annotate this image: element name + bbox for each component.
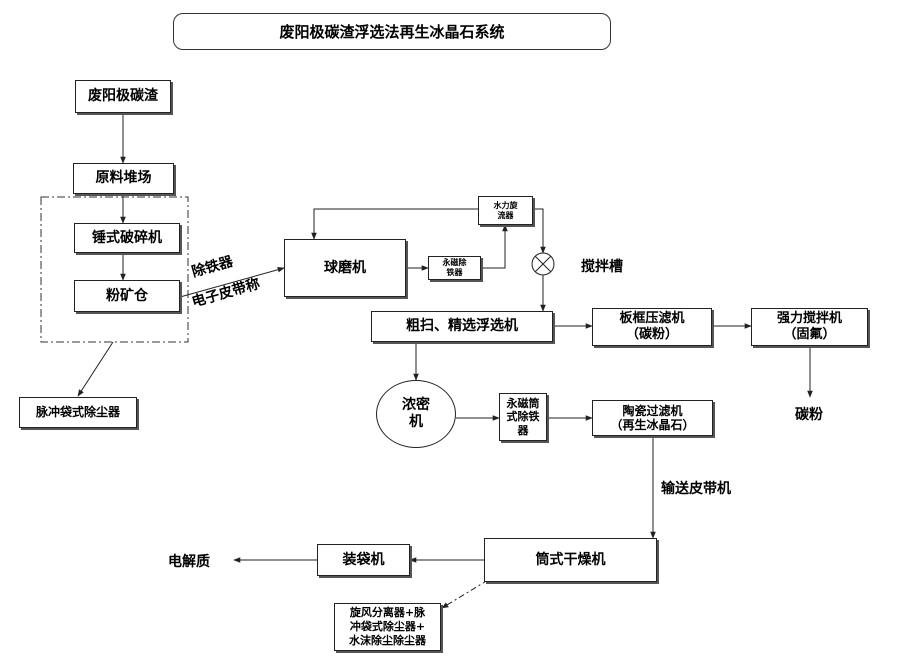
label-electrolyte: 电解质	[168, 554, 210, 570]
node-drum-dryer: 筒式干燥机	[484, 538, 657, 582]
node-ceramic-filter: 陶瓷过滤机 （再生冰晶石）	[592, 400, 713, 436]
node-thickener: 浓密 机	[376, 380, 456, 448]
node-ball-mill: 球磨机	[284, 239, 406, 297]
node-permanent-magnet-iron-remover-small: 永磁除 铁器	[428, 256, 481, 280]
node-permanent-magnet-drum-iron-remover: 永磁筒 式除铁 器	[499, 393, 547, 441]
arrow-magsmall-to-cyclone	[481, 224, 508, 269]
node-pulse-bag-dust-collector: 脉冲袋式除尘器	[19, 397, 137, 428]
node-strong-mixer: 强力搅拌机 （固氟）	[751, 308, 868, 346]
label-carbon-powder: 碳粉	[795, 407, 823, 423]
node-powder-bin: 粉矿仓	[74, 280, 180, 312]
node-flotation-machine: 粗扫、精选浮选机	[371, 311, 553, 342]
node-plate-frame-filter-press: 板框压滤机 （碳粉）	[592, 308, 712, 346]
arrow-bin-to-mill	[179, 266, 285, 298]
arrow-cyclone-to-mill	[311, 208, 478, 240]
node-dust-collector-combo: 旋风分离器+脉 冲袋式除尘器+ 水沫除尘除尘器	[334, 603, 441, 651]
node-hydrocyclone: 水力旋 流器	[478, 196, 533, 225]
arrow-dryer-to-dustcombo	[441, 579, 489, 609]
stir-tank-cross-2	[534, 255, 552, 273]
node-hammer-crusher: 锤式破碎机	[74, 223, 180, 253]
arrow-group-to-pulse-dust	[77, 341, 114, 397]
node-bagging-machine: 装袋机	[317, 544, 410, 576]
diagram-title: 废阳极碳渣浮选法再生冰晶石系统	[173, 13, 611, 50]
label-stir-tank: 搅拌槽	[581, 259, 623, 275]
node-raw-material-yard: 原料堆场	[73, 163, 174, 194]
arrow-cyclone-to-stirtank	[533, 208, 546, 254]
node-raw-carbon-slag: 废阳极碳渣	[75, 80, 171, 113]
crushing-group-boundary	[40, 196, 189, 343]
label-conveyor-belt: 输送皮带机	[661, 481, 731, 497]
